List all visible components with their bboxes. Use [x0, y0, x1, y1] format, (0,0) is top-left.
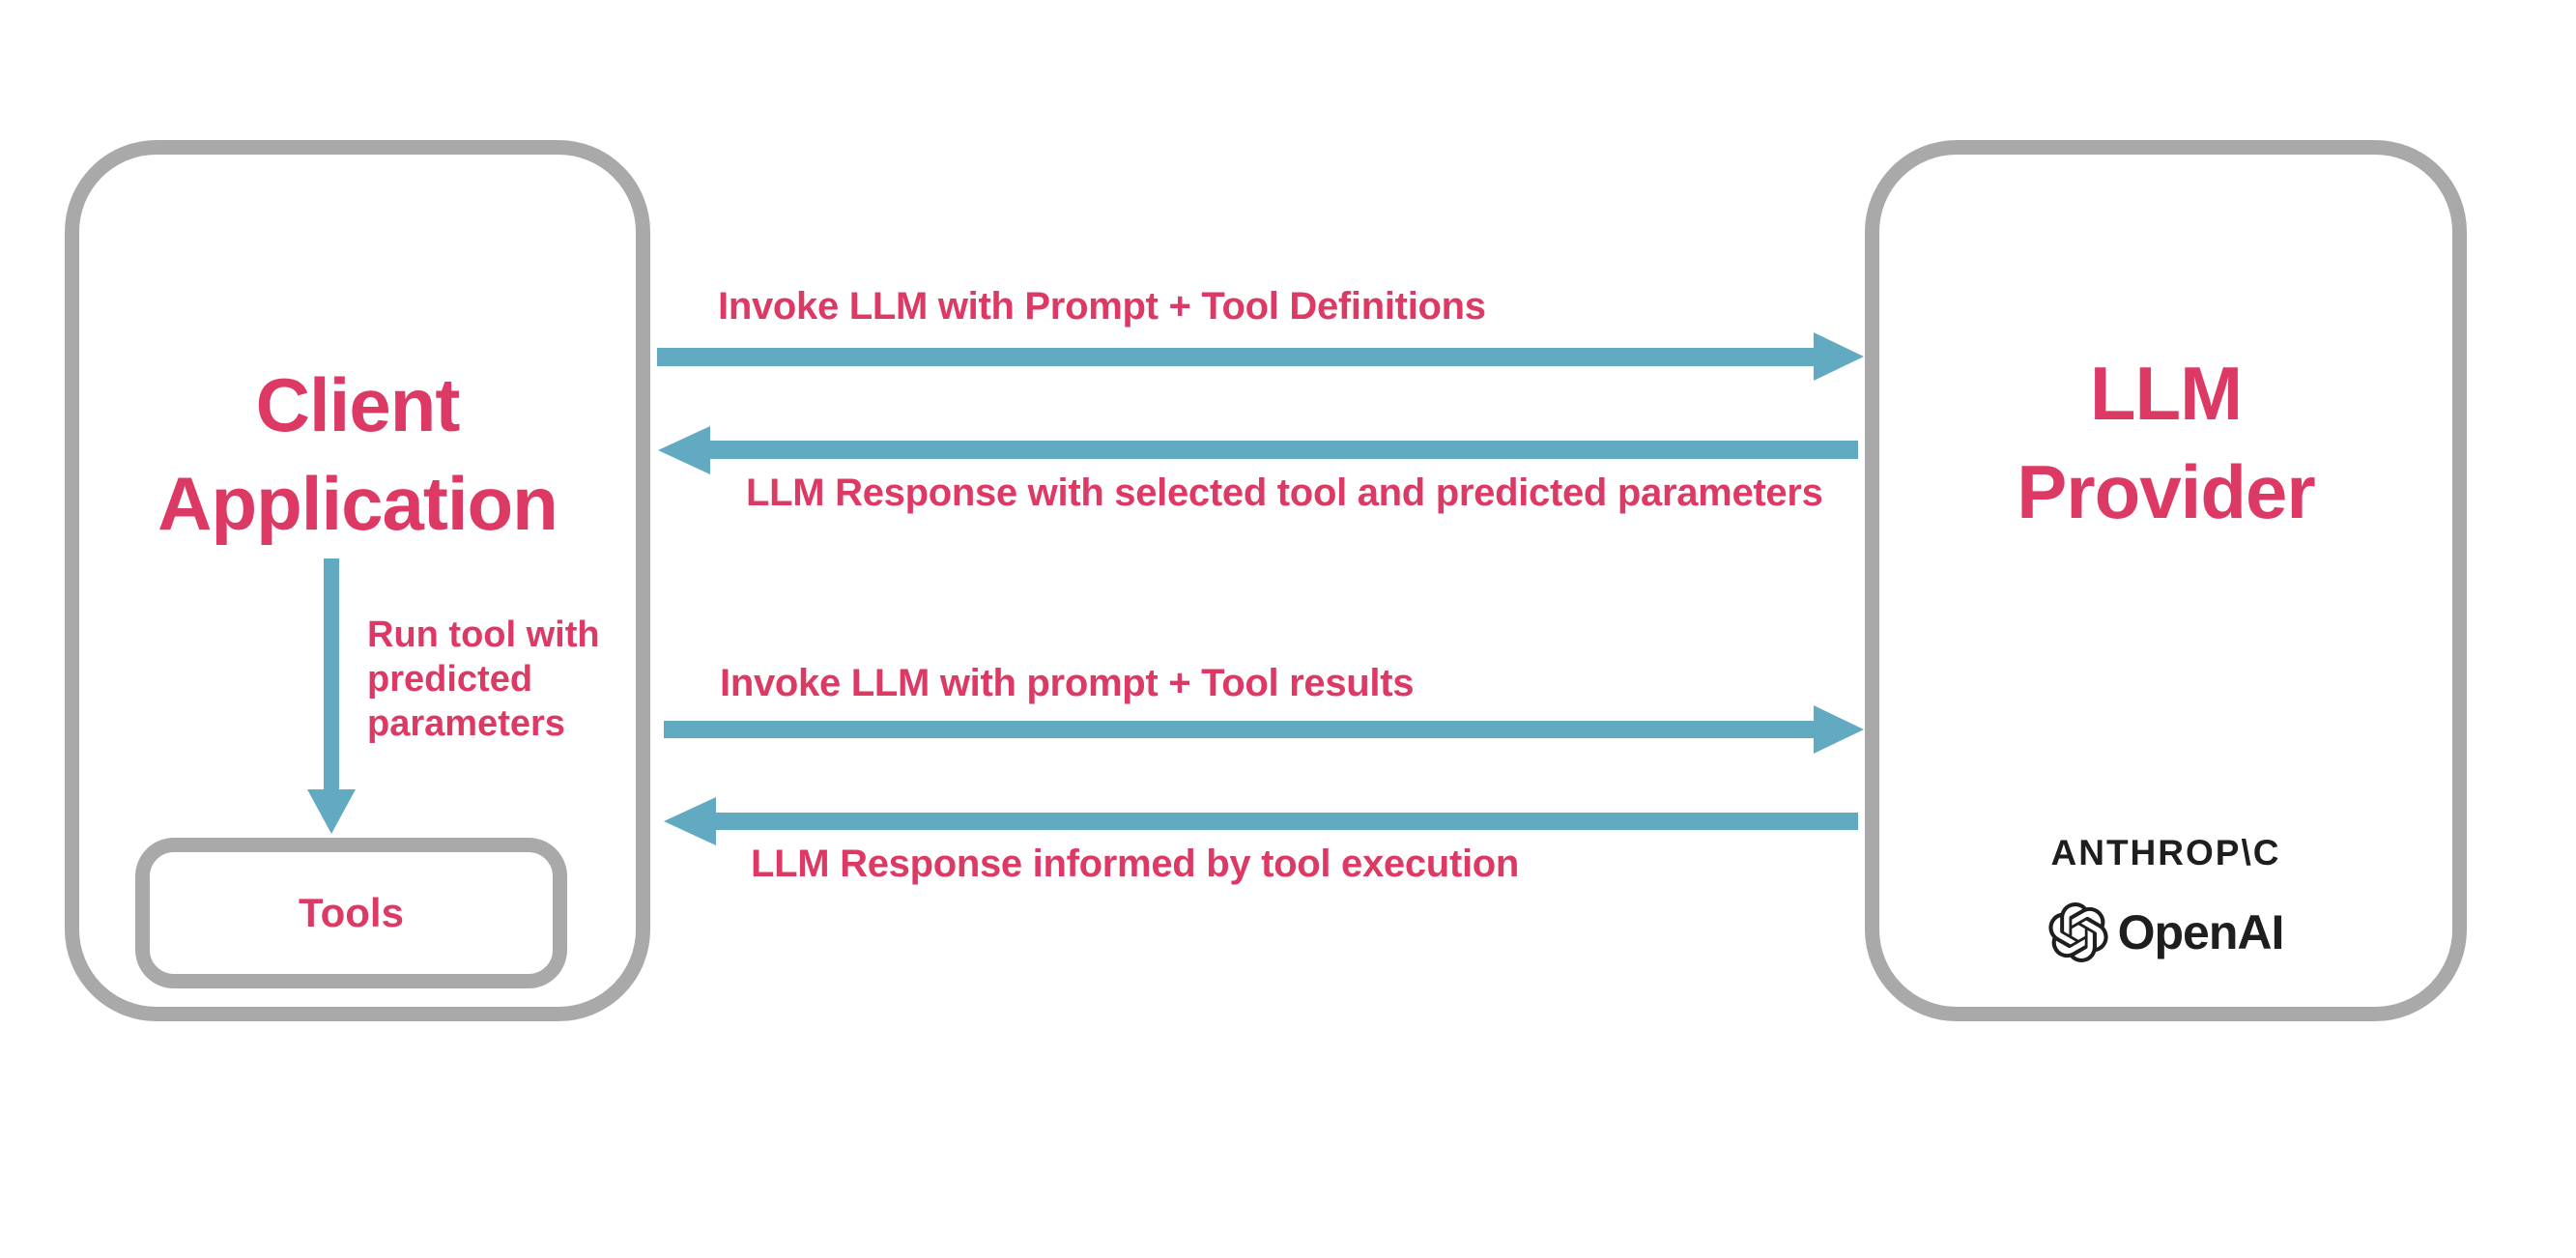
arrow-2-label: LLM Response with selected tool and pred…	[746, 472, 1823, 514]
run-tool-label: Run tool with predicted parameters	[367, 615, 600, 744]
openai-logo: OpenAI	[1865, 902, 2467, 962]
anthropic-logo: ANTHROP\C	[2050, 833, 2281, 872]
openai-wordmark: OpenAI	[2117, 905, 2285, 959]
arrow-1-label: Invoke LLM with Prompt + Tool Definition…	[718, 285, 1486, 328]
arrow-3-head-right	[1814, 705, 1864, 754]
openai-knot-icon	[2048, 902, 2108, 962]
llm-title-line2: Provider	[2017, 449, 2315, 534]
arrow-1-shaft	[657, 348, 1815, 366]
run-tool-arrow-head	[307, 789, 356, 834]
client-title-line2: Application	[157, 461, 558, 546]
arrow-2-shaft	[710, 441, 1858, 459]
arrow-1-head-right	[1814, 332, 1864, 381]
arrow-2-head-left	[658, 426, 710, 474]
arrow-4-head-left	[664, 797, 716, 845]
client-application-title: Client Application	[65, 356, 650, 553]
run-tool-arrow-shaft	[324, 558, 339, 790]
tools-box: Tools	[135, 838, 567, 988]
llm-provider-title: LLM Provider	[1865, 344, 2467, 541]
arrow-3-label: Invoke LLM with prompt + Tool results	[720, 662, 1415, 704]
tools-label: Tools	[299, 890, 404, 935]
arrow-3-shaft	[664, 721, 1815, 738]
llm-provider-box	[1865, 140, 2467, 1021]
arrow-4-shaft	[716, 813, 1858, 830]
llm-title-line1: LLM	[2089, 351, 2243, 436]
arrow-4-label: LLM Response informed by tool execution	[751, 843, 1520, 885]
client-title-line1: Client	[255, 362, 461, 447]
